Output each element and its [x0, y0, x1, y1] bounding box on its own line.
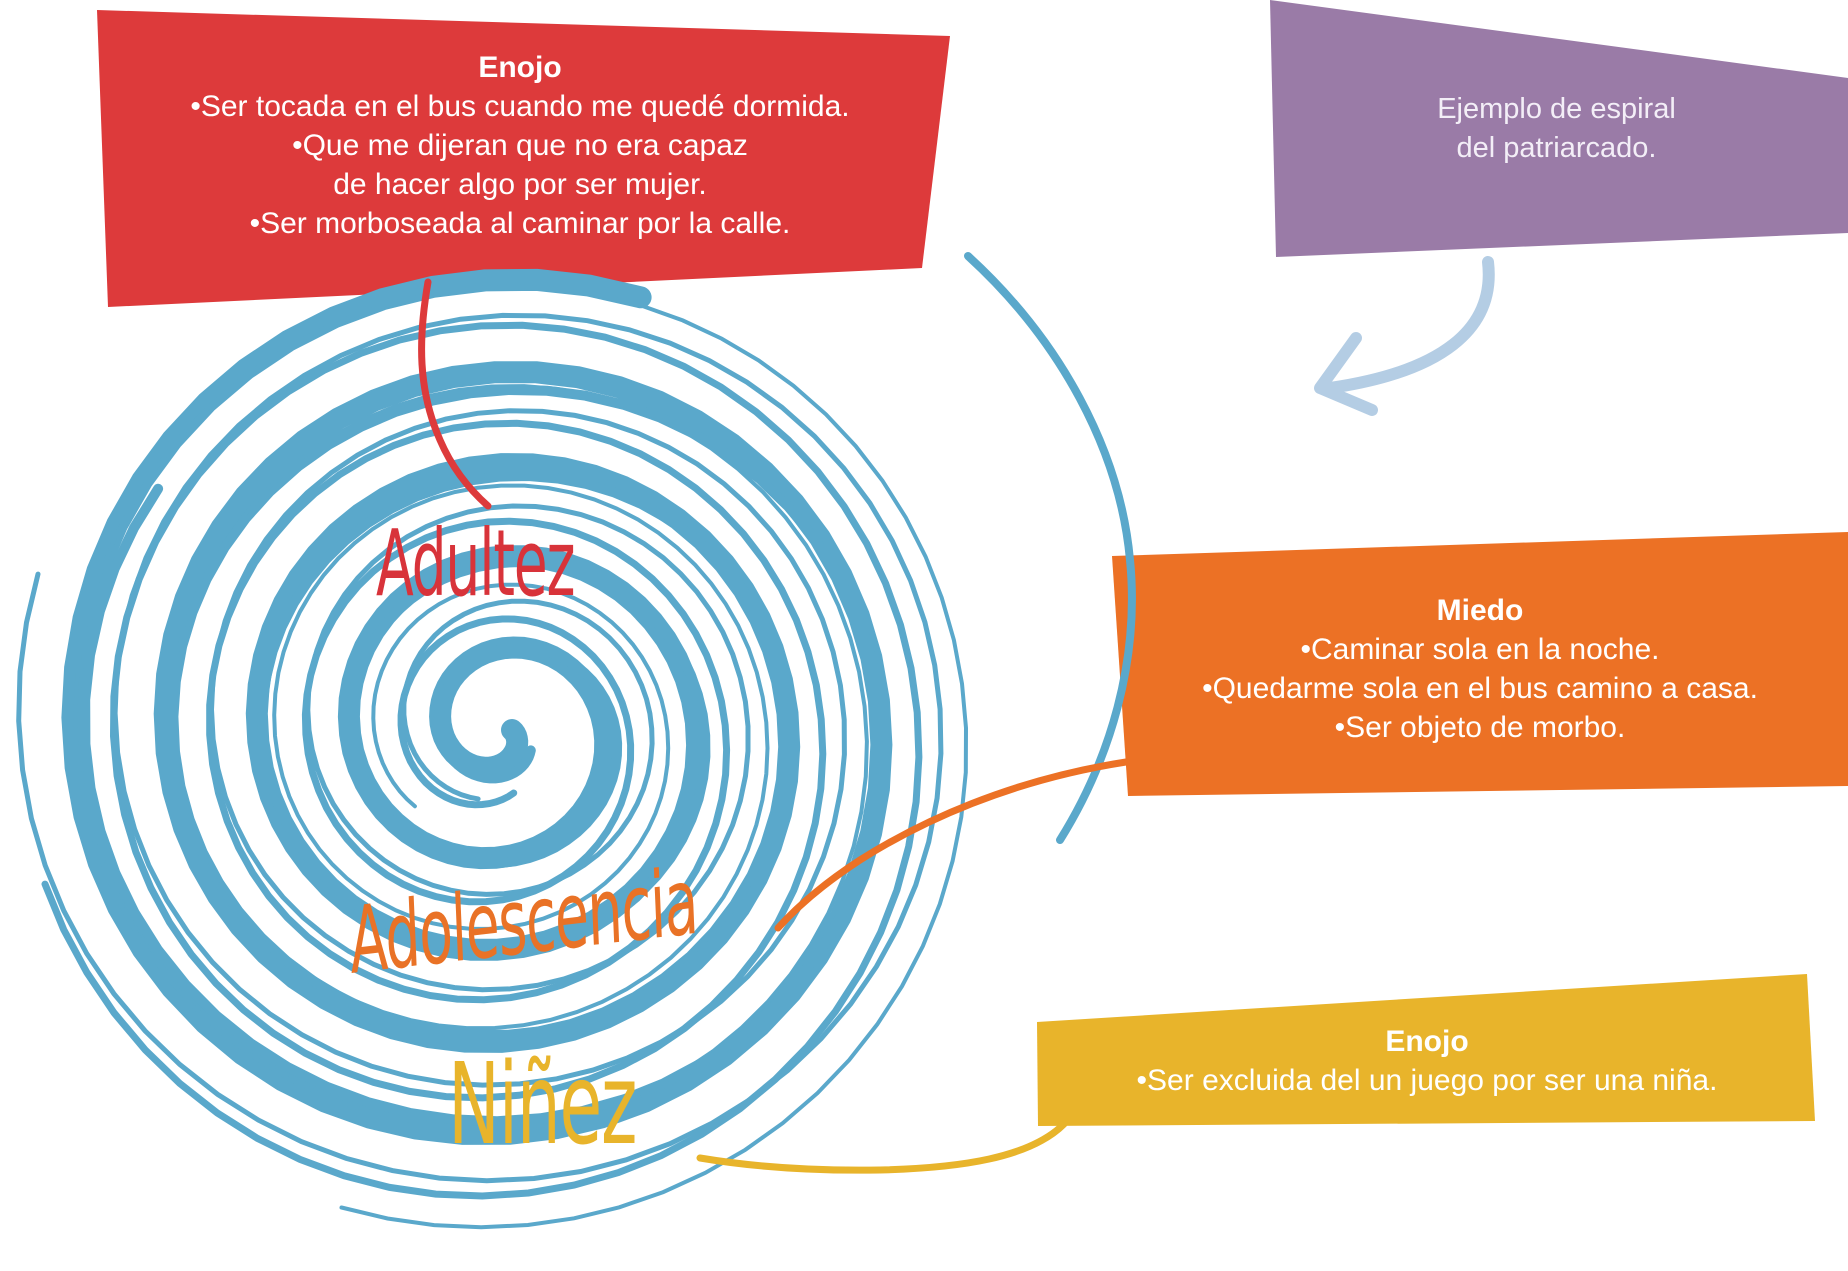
- red-card-line-3: de hacer algo por ser mujer.: [333, 168, 707, 201]
- yellow-card: Enojo •Ser excluida del un juego por ser…: [1037, 980, 1817, 1126]
- spiral-stroke: [41, 321, 923, 1200]
- yellow-connector: [696, 1120, 1068, 1174]
- red-card: Enojo •Ser tocada en el bus cuando me qu…: [90, 30, 950, 310]
- red-connector: [418, 278, 492, 510]
- orange-card-heading: Miedo: [1436, 594, 1524, 627]
- spiral-stroke: [80, 384, 888, 1127]
- spiral-outer-arc: [964, 252, 1136, 844]
- yellow-card-line-1: •Ser excluida del un juego por ser una n…: [1136, 1064, 1718, 1097]
- purple-card-shape: [1270, 0, 1848, 257]
- red-card-line-2: •Que me dijeran que no era capaz: [292, 129, 748, 162]
- orange-card-line-2: •Quedarme sola en el bus camino a casa.: [1202, 672, 1758, 705]
- purple-card-line-2: del patriarcado.: [1456, 132, 1657, 164]
- red-card-heading: Enojo: [478, 51, 562, 84]
- yellow-card-shape: [1037, 974, 1815, 1126]
- spiral: [16, 252, 1136, 1230]
- red-card-line-4: •Ser morboseada al caminar por la calle.: [249, 207, 791, 240]
- purple-card-line-1: Ejemplo de espiral: [1437, 92, 1676, 125]
- arrow-head-icon: [1314, 332, 1378, 416]
- orange-card: Miedo •Caminar sola en la noche. •Quedar…: [1112, 535, 1848, 795]
- arrow-icon: [1324, 256, 1495, 394]
- orange-card-line-3: •Ser objeto de morbo.: [1334, 711, 1626, 744]
- orange-connector: [774, 758, 1130, 932]
- spiral-stroke: [73, 284, 969, 1230]
- stage-label-adultez: Adultez: [376, 510, 576, 617]
- stage-label-ninez: Niñez: [448, 1040, 637, 1170]
- red-card-line-1: •Ser tocada en el bus cuando me quedé do…: [190, 90, 850, 123]
- spiral-stroke: [16, 312, 944, 1184]
- red-card-shape: [97, 10, 950, 307]
- orange-card-shape: [1112, 532, 1848, 796]
- orange-card-line-1: •Caminar sola en la noche.: [1300, 633, 1660, 666]
- yellow-card-heading: Enojo: [1385, 1025, 1469, 1058]
- purple-card: Ejemplo de espiral del patriarcado.: [1275, 0, 1848, 258]
